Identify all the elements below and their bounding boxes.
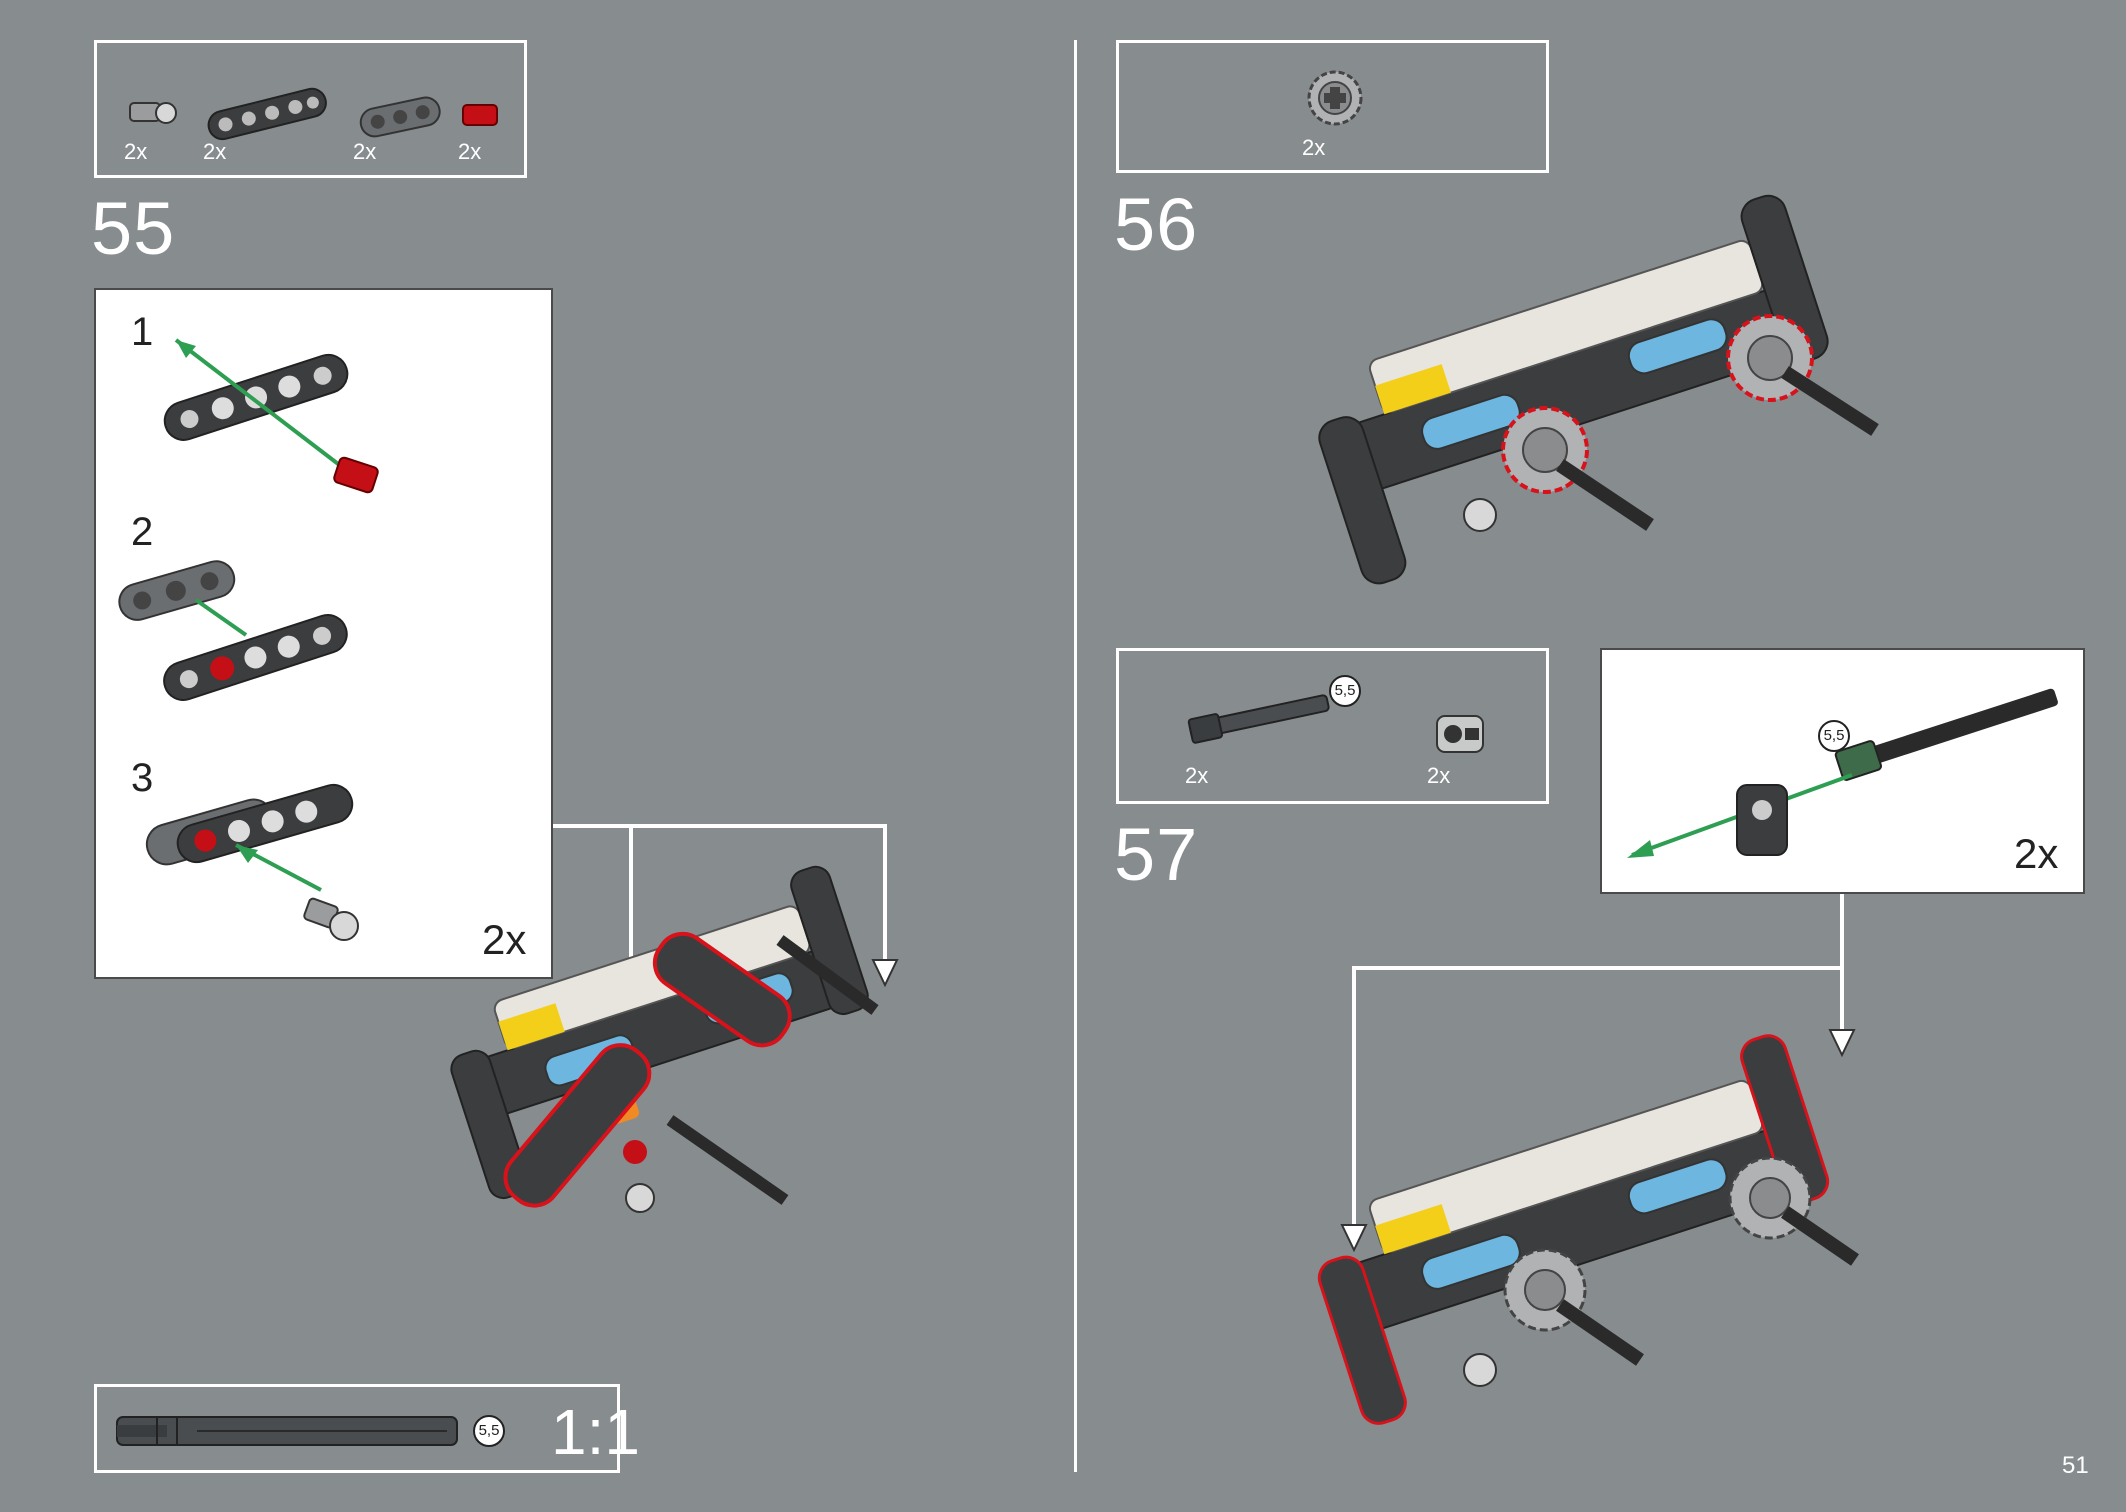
step-55-parts-box: 2x 2x 2x 2x — [94, 40, 527, 178]
step-57-model — [1317, 1034, 1859, 1425]
axle-length-badge: 5,5 — [1329, 675, 1361, 707]
arrow-green-icon — [174, 338, 348, 472]
part-qty: 2x — [1427, 763, 1451, 788]
callout-illustration — [1627, 688, 2058, 858]
scale-ratio: 1:1 — [551, 1396, 640, 1468]
part-qty: 2x — [1302, 135, 1326, 160]
step-56-model — [1318, 194, 1879, 585]
substep-3-number: 3 — [131, 756, 154, 800]
step-55-callout: 1 2 3 2x — [94, 288, 553, 979]
scale-ruler-box: 5,5 1:1 — [94, 1384, 640, 1473]
part-qty: 2x — [353, 139, 377, 164]
ruler-length-badge: 5,5 — [473, 1415, 505, 1447]
page-number: 51 — [2062, 1452, 2089, 1479]
beam-5-icon — [163, 614, 348, 701]
step-55-model — [450, 865, 879, 1213]
axle-5-5-icon — [1187, 694, 1330, 744]
red-pin-icon — [333, 456, 379, 494]
axle-pin-connector-icon — [1736, 784, 1788, 856]
step-56-parts-box: 2x — [1116, 40, 1549, 173]
step-57-number: 57 — [1114, 813, 1199, 896]
beam-5-icon — [163, 353, 349, 441]
pin-with-ball-icon — [129, 102, 177, 124]
substep-1-number: 1 — [131, 310, 154, 354]
pin-with-ball-icon — [303, 897, 359, 941]
beam-3-icon — [118, 560, 236, 621]
part-qty: 2x — [203, 139, 227, 164]
page-divider — [1074, 40, 1077, 1472]
highlighted-new-parts — [503, 931, 879, 1213]
step-57-multiplier: 2x — [2014, 830, 2059, 877]
axle-ruler-icon — [116, 1416, 458, 1446]
axle-5-5-icon — [1834, 688, 2058, 781]
beam-3-icon — [359, 96, 441, 138]
step-55-number: 55 — [91, 187, 176, 270]
step-55-multiplier: 2x — [482, 916, 527, 963]
substep-illustrations — [118, 338, 379, 941]
part-qty: 2x — [1185, 763, 1209, 788]
beam-assembly-icon — [145, 783, 354, 866]
part-qty: 2x — [124, 139, 148, 164]
callout-length-badge: 5,5 — [1818, 720, 1850, 752]
step-57-callout: 5,5 2x — [1600, 648, 2085, 894]
gear-12-tooth-icon — [1307, 70, 1363, 126]
red-pin-icon — [462, 104, 498, 126]
substep-2-number: 2 — [131, 510, 154, 554]
axle-pin-connector-icon — [1436, 715, 1484, 753]
beam-5-icon — [207, 87, 327, 141]
step-57-parts-box: 5,5 2x 2x — [1116, 648, 1549, 804]
step-56-number: 56 — [1114, 183, 1199, 266]
part-qty: 2x — [458, 139, 482, 164]
